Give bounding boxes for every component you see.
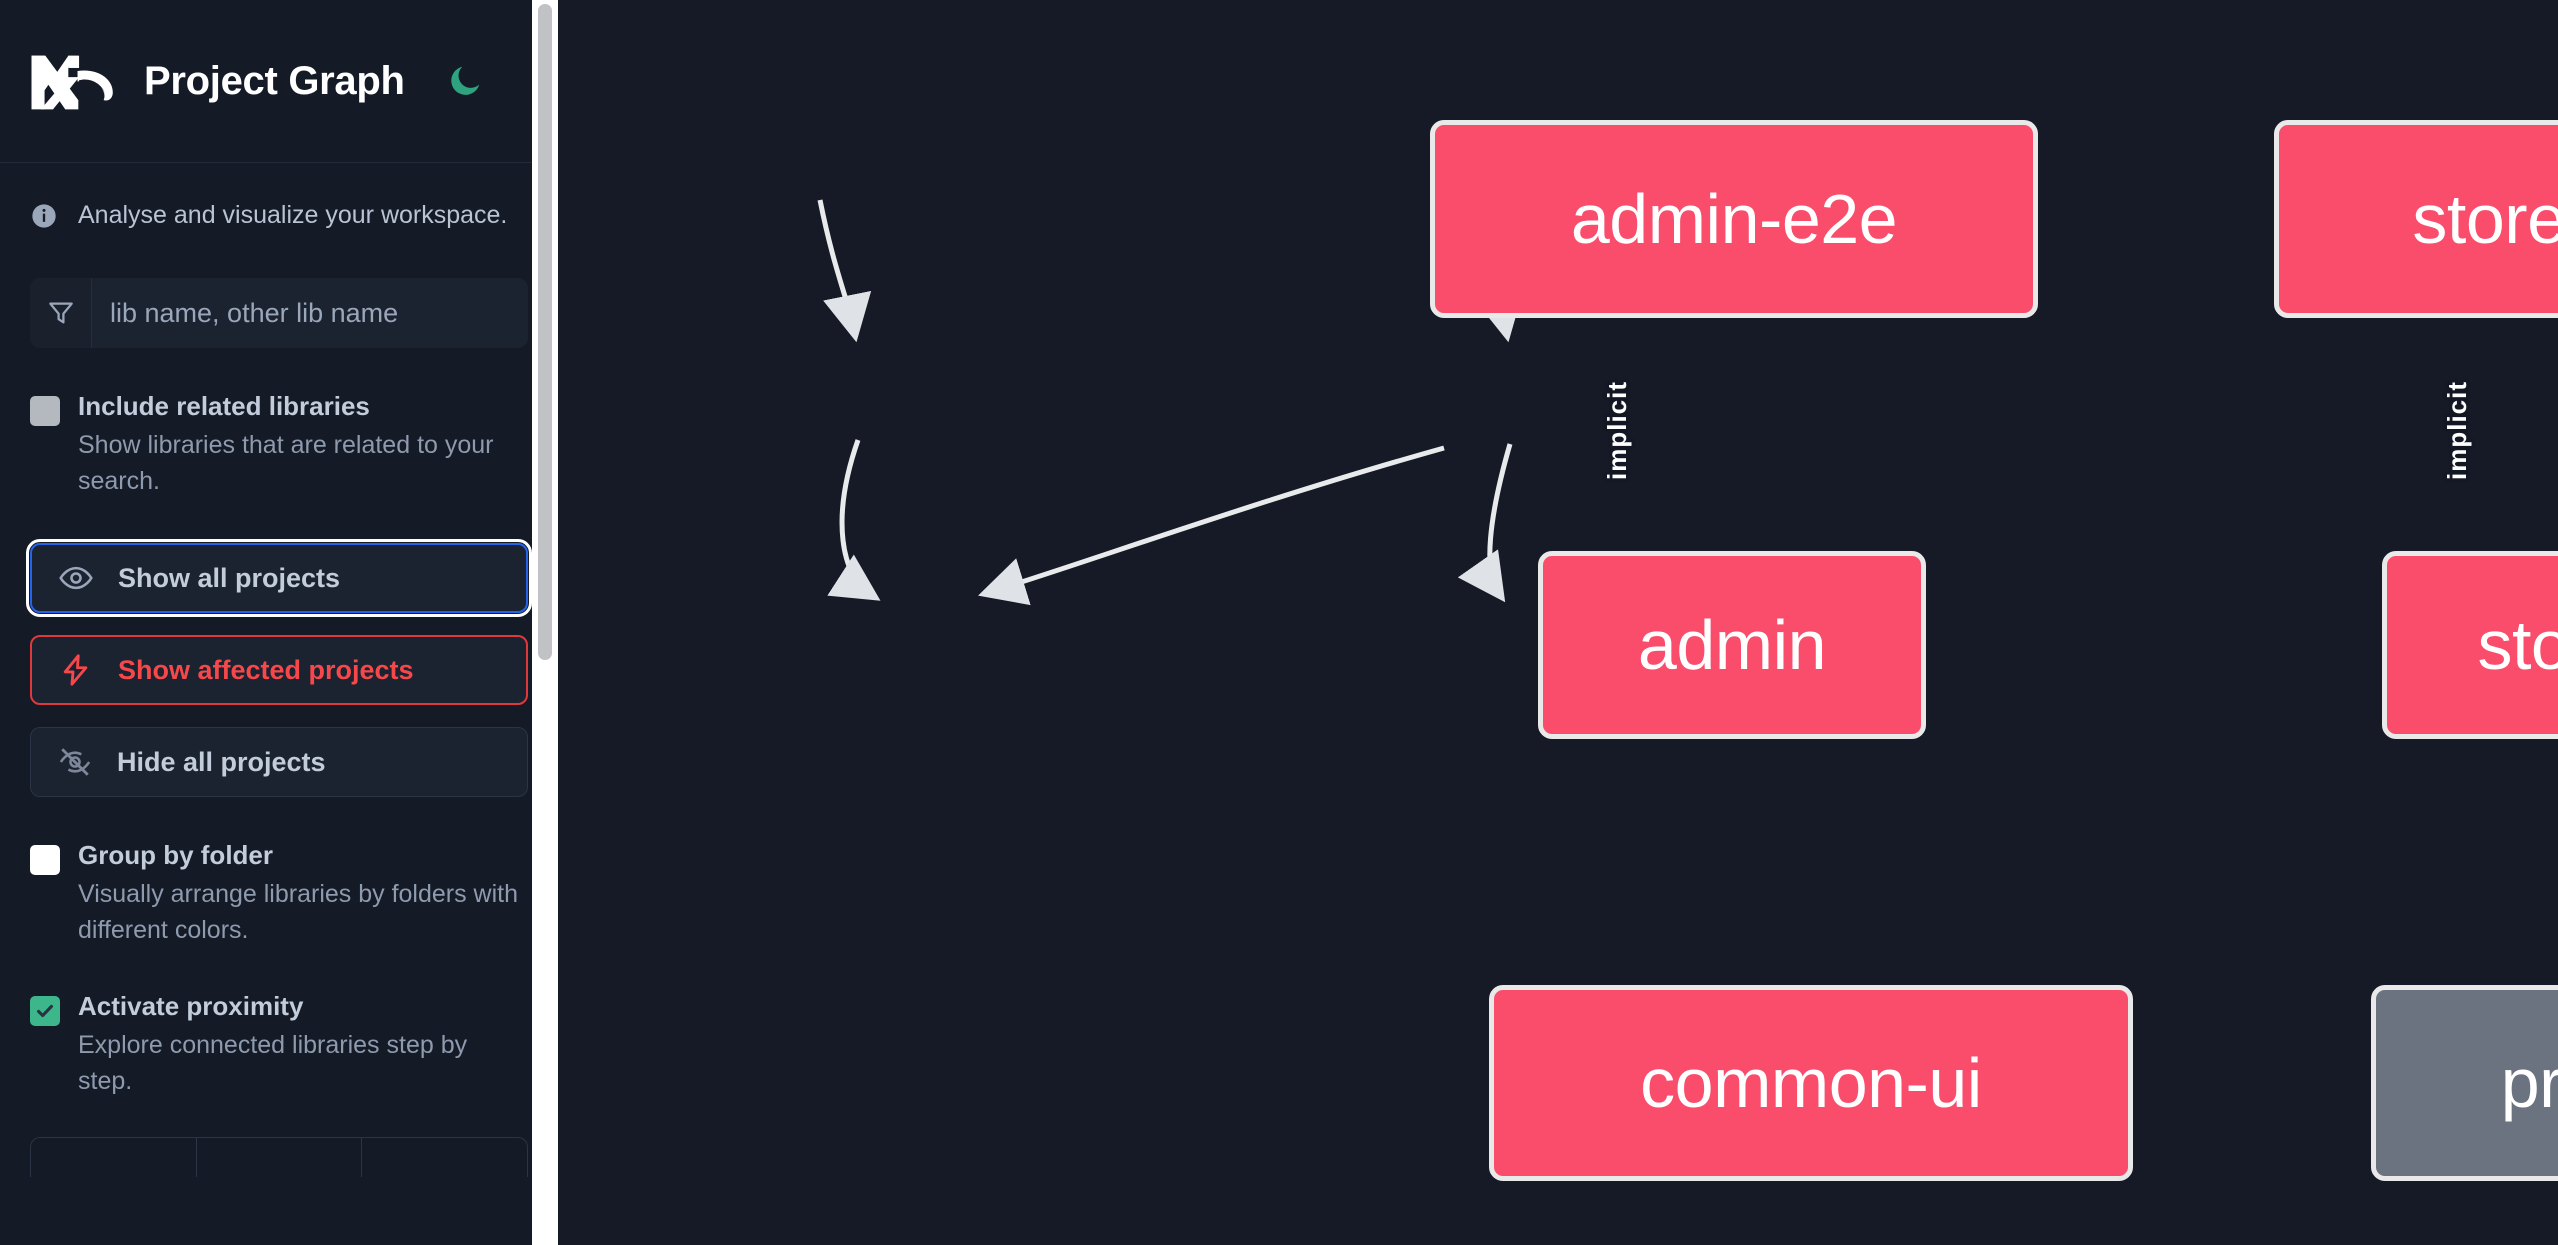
node-label: common-ui — [1640, 1044, 1982, 1122]
info-icon — [30, 202, 58, 230]
brand-header: Project Graph — [0, 0, 558, 162]
eye-off-icon — [57, 744, 93, 780]
filter-icon — [30, 278, 92, 348]
proximity-step-segmented-control[interactable] — [30, 1137, 528, 1177]
graph-edges — [817, 199, 1524, 606]
option-group-by-folder[interactable]: Group by folder Visually arrange librari… — [0, 839, 558, 948]
segment-option[interactable] — [197, 1138, 363, 1177]
edge-label-implicit-admin: implicit — [1602, 380, 1633, 481]
show-all-projects-label: Show all projects — [118, 562, 341, 593]
option-include-related-libraries[interactable]: Include related libraries Show libraries… — [0, 390, 558, 499]
hide-all-projects-button[interactable]: Hide all projects — [30, 727, 528, 797]
hide-all-projects-label: Hide all projects — [117, 746, 326, 777]
option-description: Visually arrange libraries by folders wi… — [78, 879, 519, 944]
edge-store-common-ui — [978, 445, 1445, 606]
show-all-projects-button[interactable]: Show all projects — [26, 539, 532, 617]
graph-node-store[interactable]: store — [2382, 551, 2558, 739]
sidebar: Project Graph Analyse and visualize y — [0, 0, 558, 1245]
graph-canvas[interactable]: admin-e2e store-e2e admin store common-u… — [558, 0, 2558, 1245]
graph-node-products[interactable]: products — [2371, 985, 2558, 1181]
node-label: admin — [1637, 606, 1827, 684]
search-field[interactable] — [30, 278, 528, 348]
sidebar-scrollbar[interactable] — [532, 0, 558, 1245]
eye-icon — [58, 560, 94, 596]
option-activate-proximity[interactable]: Activate proximity Explore connected lib… — [0, 990, 558, 1099]
node-label: products — [2500, 1044, 2558, 1122]
segment-option[interactable] — [31, 1138, 197, 1177]
visibility-button-group: Show all projects Show affected projects — [0, 539, 558, 797]
page-title: Project Graph — [144, 58, 405, 103]
graph-node-store-e2e[interactable]: store-e2e — [2274, 120, 2558, 318]
option-description: Explore connected libraries step by step… — [78, 1030, 468, 1095]
option-label: Group by folder — [78, 840, 273, 870]
lightning-bolt-icon — [58, 652, 94, 688]
nx-logo — [30, 51, 122, 111]
option-label: Activate proximity — [78, 991, 304, 1021]
node-label: admin-e2e — [1570, 180, 1898, 258]
moon-icon[interactable] — [441, 57, 489, 105]
search-input[interactable] — [92, 278, 528, 348]
include-related-libraries-checkbox[interactable] — [30, 396, 60, 426]
graph-node-admin[interactable]: admin — [1538, 551, 1926, 739]
segment-option[interactable] — [362, 1138, 527, 1177]
info-text: Analyse and visualize your workspace. — [78, 201, 508, 229]
node-label: store-e2e — [2412, 180, 2558, 258]
option-label: Include related libraries — [78, 391, 370, 421]
group-by-folder-checkbox[interactable] — [30, 845, 60, 875]
edge-label-implicit-store: implicit — [2442, 380, 2473, 481]
node-label: store — [2477, 606, 2558, 684]
edge-store-products — [1457, 443, 1513, 603]
graph-node-admin-e2e[interactable]: admin-e2e — [1430, 120, 2038, 318]
show-affected-projects-button[interactable]: Show affected projects — [30, 635, 528, 705]
header-divider — [0, 162, 558, 163]
edge-admin-common-ui — [827, 439, 881, 601]
option-description: Show libraries that are related to your … — [78, 430, 494, 495]
activate-proximity-checkbox[interactable] — [30, 996, 60, 1026]
graph-node-common-ui[interactable]: common-ui — [1489, 985, 2133, 1181]
sidebar-scrollbar-thumb[interactable] — [538, 4, 552, 660]
edge-admin-e2e-admin — [817, 199, 872, 343]
info-banner: Analyse and visualize your workspace. — [0, 163, 558, 230]
show-affected-projects-label: Show affected projects — [118, 654, 414, 685]
